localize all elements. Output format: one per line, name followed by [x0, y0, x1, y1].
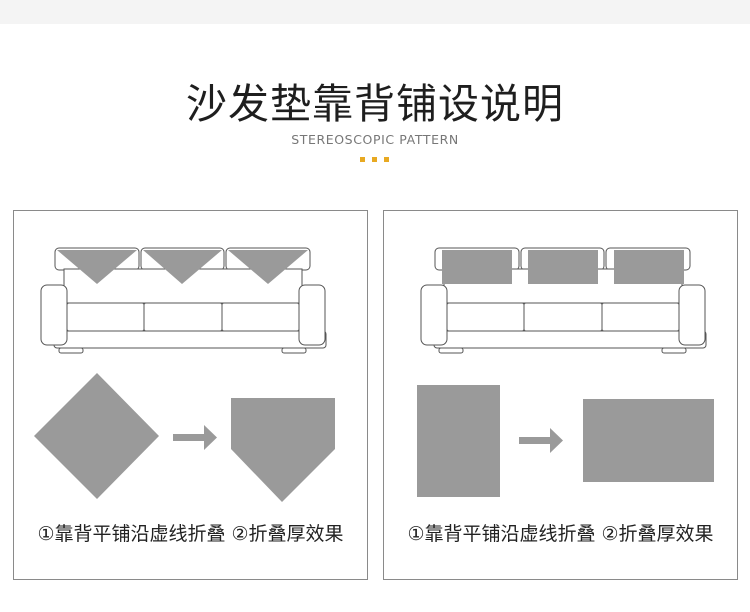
right-arrow-icon: [173, 425, 217, 450]
panel-rectangle-method: ①靠背平铺沿虚线折叠 ②折叠厚效果: [383, 210, 738, 580]
panel-triangle-method: ①靠背平铺沿虚线折叠 ②折叠厚效果: [13, 210, 368, 580]
sofa-icon: [34, 247, 335, 502]
square-cover-icon: [34, 373, 159, 499]
panel-caption: ①靠背平铺沿虚线折叠 ②折叠厚效果: [37, 523, 344, 545]
page-subtitle: STEREOSCOPIC PATTERN: [291, 132, 459, 147]
flat-cover-icon: [417, 385, 500, 497]
accent-dots: [360, 157, 390, 162]
right-arrow-icon: [519, 428, 563, 453]
panel-caption: ①靠背平铺沿虚线折叠 ②折叠厚效果: [407, 523, 714, 545]
folded-cover-icon: [583, 399, 714, 482]
top-band: [0, 0, 750, 24]
page-title: 沙发垫靠背铺设说明: [186, 80, 564, 128]
folded-cover-icon: [231, 398, 335, 502]
sofa-icon: [417, 247, 714, 497]
